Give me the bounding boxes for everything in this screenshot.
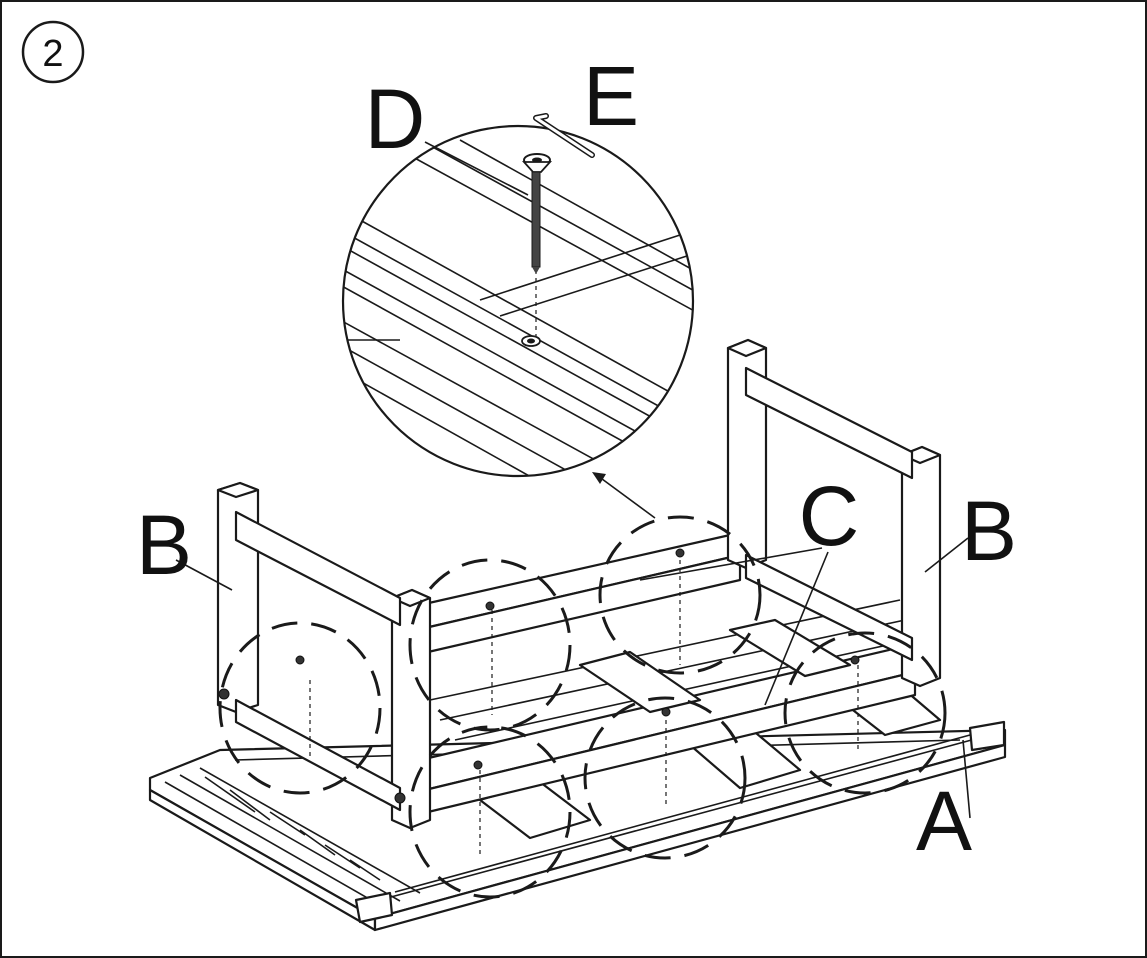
step-number: 2: [42, 33, 63, 75]
left-bottom-apron: [234, 698, 402, 812]
leader-c-1: [639, 547, 823, 581]
rail-hole: [485, 601, 495, 611]
step-circle: [21, 20, 85, 84]
step-marker: 2: [21, 20, 85, 84]
allen-key-icon: [533, 113, 595, 158]
zoom-arrow: [592, 472, 656, 519]
rail-hole: [473, 760, 483, 770]
leader-c-2: [764, 551, 829, 706]
rail-hole: [295, 655, 305, 665]
label-b-left: B: [136, 498, 192, 592]
label-d: D: [365, 72, 426, 166]
leader-b-left: [175, 559, 233, 591]
rail-hole: [850, 655, 860, 665]
leader-lines: [175, 141, 971, 819]
label-b-right: B: [961, 484, 1017, 578]
leader-a: [962, 739, 971, 819]
zoom-detail: [341, 124, 695, 478]
rail-hole: [675, 548, 685, 558]
right-top-apron: [744, 366, 914, 480]
leader-d: [424, 141, 529, 196]
left-top-apron: [234, 510, 402, 627]
label-c: C: [799, 469, 860, 563]
rail-hole: [661, 707, 671, 717]
leader-b-right: [924, 537, 969, 573]
detail-callout-circles: [218, 515, 947, 899]
label-a: A: [916, 774, 972, 868]
bolt-screw-icon: [521, 153, 553, 274]
zoom-circle: [341, 124, 695, 478]
label-e: E: [583, 49, 639, 143]
